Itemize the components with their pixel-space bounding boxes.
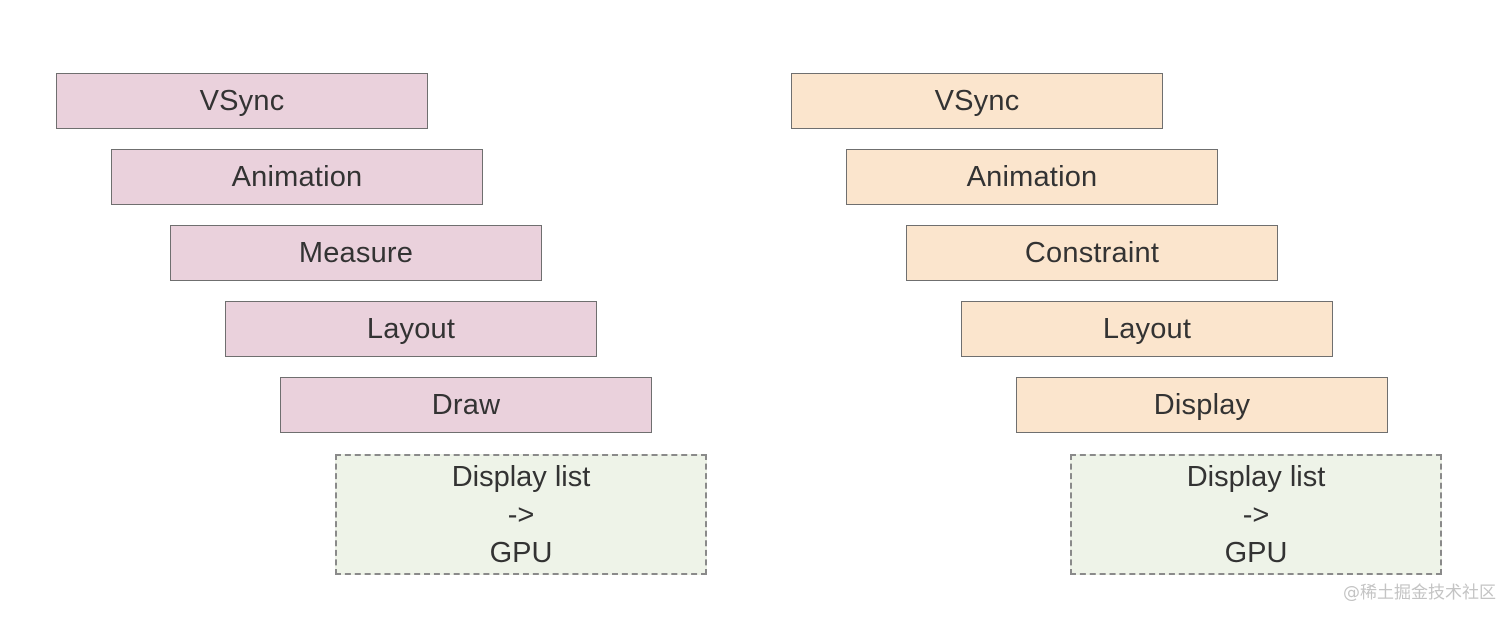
right-step-layout: Layout bbox=[961, 301, 1333, 357]
left-final-line-3: GPU bbox=[489, 536, 553, 569]
left-step-vsync: VSync bbox=[56, 73, 428, 129]
right-step-constraint: Constraint bbox=[906, 225, 1278, 281]
right-final-line-3: GPU bbox=[1224, 536, 1288, 569]
right-step-vsync: VSync bbox=[791, 73, 1163, 129]
left-final-line-2: -> bbox=[507, 498, 535, 531]
right-final-line-1: Display list bbox=[1186, 460, 1326, 493]
watermark-text: @稀土掘金技术社区 bbox=[1343, 583, 1496, 603]
left-step-draw: Draw bbox=[280, 377, 652, 433]
left-step-layout: Layout bbox=[225, 301, 597, 357]
right-final-display-list-gpu: Display list -> GPU bbox=[1070, 454, 1442, 575]
left-step-animation: Animation bbox=[111, 149, 483, 205]
right-step-animation: Animation bbox=[846, 149, 1218, 205]
right-step-display: Display bbox=[1016, 377, 1388, 433]
left-final-display-list-gpu: Display list -> GPU bbox=[335, 454, 707, 575]
right-final-line-2: -> bbox=[1242, 498, 1270, 531]
left-step-measure: Measure bbox=[170, 225, 542, 281]
left-final-line-1: Display list bbox=[451, 460, 591, 493]
